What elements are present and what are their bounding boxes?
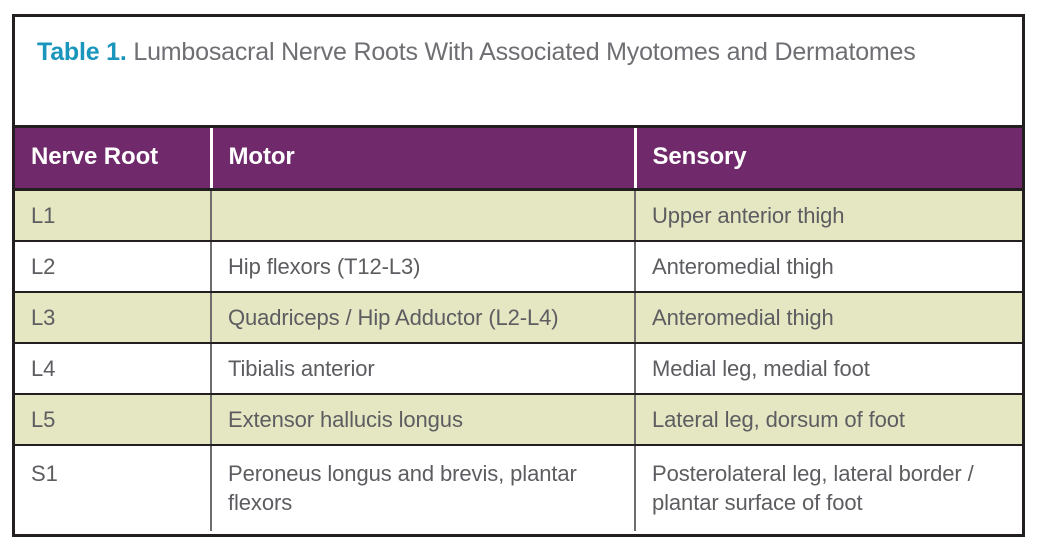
cell-nerve-root: L3 bbox=[15, 291, 211, 344]
cell-sensory: Anteromedial thigh bbox=[634, 291, 1022, 344]
cell-motor: Tibialis anterior bbox=[210, 342, 635, 395]
cell-motor: Hip flexors (T12-L3) bbox=[210, 240, 635, 293]
nerve-root-table: Nerve Root Motor Sensory L1 Upper anteri… bbox=[15, 128, 1022, 531]
table-row: L4 Tibialis anterior Medial leg, medial … bbox=[15, 342, 1022, 395]
cell-sensory: Posterolateral leg, lateral border / pla… bbox=[634, 444, 1022, 531]
table-caption-title-text: Lumbosacral Nerve Roots With Associated … bbox=[133, 38, 916, 66]
table-row: L3 Quadriceps / Hip Adductor (L2-L4) Ant… bbox=[15, 291, 1022, 344]
table-row: L1 Upper anterior thigh bbox=[15, 189, 1022, 242]
table-caption-text: Table 1. Lumbosacral Nerve Roots With As… bbox=[37, 35, 1000, 69]
table-row: L2 Hip flexors (T12-L3) Anteromedial thi… bbox=[15, 240, 1022, 293]
table-row: S1 Peroneus longus and brevis, plantar f… bbox=[15, 444, 1022, 531]
cell-nerve-root: S1 bbox=[15, 444, 211, 531]
table-body: L1 Upper anterior thigh L2 Hip flexors (… bbox=[15, 189, 1022, 531]
table-caption-label: Table 1. bbox=[37, 38, 127, 66]
cell-motor: Peroneus longus and brevis, plantar flex… bbox=[210, 444, 635, 531]
cell-sensory: Lateral leg, dorsum of foot bbox=[634, 393, 1022, 446]
table-header: Nerve Root Motor Sensory bbox=[15, 128, 1022, 191]
cell-nerve-root: L4 bbox=[15, 342, 211, 395]
table-figure: Table 1. Lumbosacral Nerve Roots With As… bbox=[12, 14, 1025, 537]
column-header-sensory: Sensory bbox=[633, 128, 1022, 191]
cell-nerve-root: L5 bbox=[15, 393, 211, 446]
column-header-nerve-root: Nerve Root bbox=[15, 128, 211, 191]
table-row: L5 Extensor hallucis longus Lateral leg,… bbox=[15, 393, 1022, 446]
cell-nerve-root: L2 bbox=[15, 240, 211, 293]
cell-motor: Extensor hallucis longus bbox=[210, 393, 635, 446]
table-caption-title: Lumbosacral Nerve Roots With Associated … bbox=[127, 38, 916, 66]
cell-motor: Quadriceps / Hip Adductor (L2-L4) bbox=[210, 291, 635, 344]
cell-nerve-root: L1 bbox=[15, 189, 211, 242]
cell-motor bbox=[210, 189, 635, 242]
cell-sensory: Anteromedial thigh bbox=[634, 240, 1022, 293]
table-caption: Table 1. Lumbosacral Nerve Roots With As… bbox=[15, 17, 1022, 128]
cell-sensory: Upper anterior thigh bbox=[634, 189, 1022, 242]
cell-sensory: Medial leg, medial foot bbox=[634, 342, 1022, 395]
column-header-motor: Motor bbox=[209, 128, 635, 191]
table-header-row: Nerve Root Motor Sensory bbox=[15, 128, 1022, 191]
